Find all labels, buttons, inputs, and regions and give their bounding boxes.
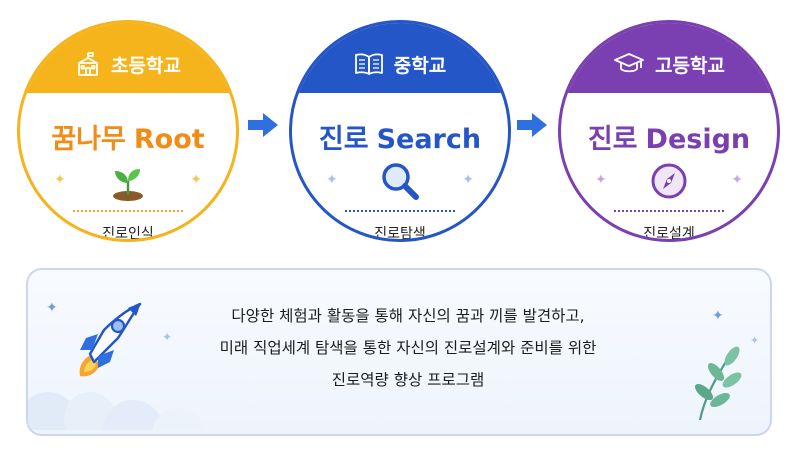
description-text: 다양한 체험과 활동을 통해 자신의 꿈과 끼를 발견하고, 미래 직업세계 탐…	[168, 300, 648, 396]
arrow-right-icon	[246, 111, 280, 143]
sparkle-icon: ✦	[750, 334, 760, 347]
stage-caption: 진로탐색	[374, 226, 426, 242]
school-label: 중학교	[393, 54, 447, 77]
sprout-icon	[106, 159, 150, 203]
sparkle-icon: ✦	[46, 300, 58, 316]
rocket-icon	[58, 290, 158, 394]
sparkle-icon: ✦	[712, 308, 724, 324]
stage-title-en: Root	[133, 124, 205, 155]
sparkle-icon: ✦	[462, 172, 474, 188]
school-building-icon	[75, 39, 101, 77]
graduation-cap-icon	[613, 40, 645, 76]
sparkle-icon: ✦	[731, 172, 743, 188]
divider	[614, 210, 724, 212]
open-book-icon	[354, 40, 384, 76]
leaf-branch-icon	[682, 342, 752, 426]
sparkle-icon: ✦	[326, 172, 338, 188]
stage-caption: 진로인식	[102, 226, 154, 242]
description-line: 진로역량 향상 프로그램	[331, 371, 485, 389]
stage-title-main: 진로	[318, 124, 369, 155]
stage-header: 중학교	[292, 23, 508, 93]
cloud-illustration	[28, 360, 218, 434]
divider	[345, 210, 455, 212]
sparkle-icon: ✦	[595, 172, 607, 188]
stage-title-main: 진로	[587, 124, 638, 155]
magnifier-icon	[378, 159, 422, 203]
compass-icon	[647, 159, 691, 203]
stage-title-en: Search	[376, 124, 482, 155]
description-line: 미래 직업세계 탐색을 통한 자신의 진로설계와 준비를 위한	[219, 339, 597, 357]
stage-header: 초등학교	[20, 23, 236, 93]
stage-header: 고등학교	[561, 23, 777, 93]
stage-caption: 진로설계	[643, 226, 695, 242]
sparkle-icon: ✦	[162, 330, 173, 344]
description-panel: ✦ ✦ ✦ ✦ 다양한 체험과 활동을 통해 자신의 꿈과 끼를 발견하고, 미…	[26, 268, 772, 436]
divider	[73, 210, 183, 212]
description-line: 다양한 체험과 활동을 통해 자신의 꿈과 끼를 발견하고,	[231, 307, 585, 325]
sparkle-icon: ✦	[190, 172, 202, 188]
stage-title-en: Design	[645, 124, 751, 155]
school-label: 초등학교	[111, 54, 181, 77]
sparkle-icon: ✦	[54, 172, 66, 188]
arrow-right-icon	[515, 111, 549, 143]
stage-title-main: 꿈나무	[51, 124, 126, 155]
school-label: 고등학교	[655, 54, 725, 77]
